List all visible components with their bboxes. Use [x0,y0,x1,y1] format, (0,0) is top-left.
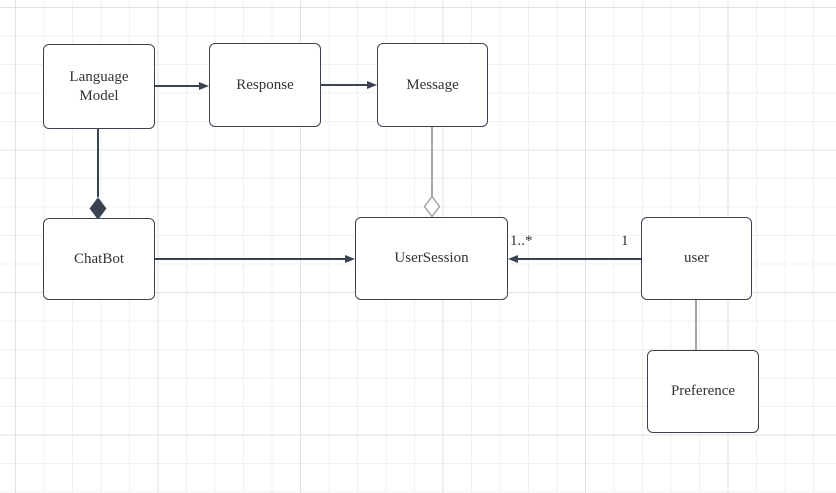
node-message[interactable]: Message [377,43,488,127]
edge-response-message-line[interactable] [321,84,368,86]
node-label: Language Model [69,68,129,104]
node-preference[interactable]: Preference [647,350,759,433]
node-label: Response [236,76,294,93]
edge-chatbot-usersession-line[interactable] [155,258,346,260]
edge-message-usersession-line[interactable] [431,127,433,196]
node-label: Preference [670,383,736,400]
node-usersession[interactable]: UserSession [355,217,508,300]
edge-user-preference-line[interactable] [695,300,697,350]
node-chatbot[interactable]: ChatBot [43,218,155,300]
composition-diamond-icon [89,197,107,220]
node-user[interactable]: user [641,217,752,300]
arrowhead-icon [345,255,355,263]
edge-user-usersession-line[interactable] [517,258,641,260]
node-language-model[interactable]: Language Model [43,44,155,129]
aggregation-diamond-icon [423,195,441,218]
node-label: UserSession [394,250,469,267]
node-label: user [684,250,709,267]
multiplicity-label-usersession-end: 1..* [510,233,533,249]
node-label: ChatBot [73,250,124,267]
node-response[interactable]: Response [209,43,321,127]
arrowhead-icon [199,82,209,90]
arrowhead-icon [508,255,518,263]
multiplicity-label-user-end: 1 [621,233,629,249]
arrowhead-icon [367,81,377,89]
edge-languagemodel-chatbot-line[interactable] [97,129,99,197]
edge-languagemodel-response-line[interactable] [155,85,200,87]
node-label: Message [406,76,459,93]
